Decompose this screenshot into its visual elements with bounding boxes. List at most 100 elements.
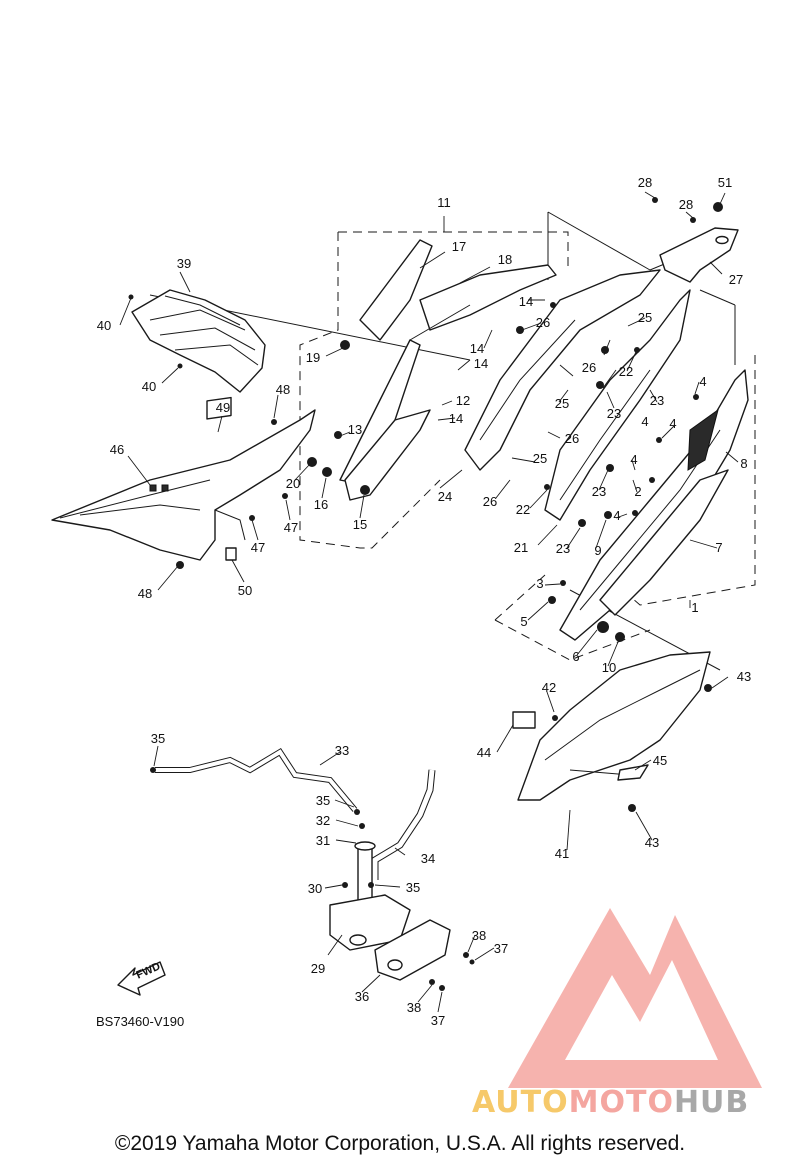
callout-19: 19 <box>306 350 320 365</box>
callout-14b: 14 <box>470 341 484 356</box>
part-45-tab <box>617 764 649 781</box>
part-24-center-panel <box>464 269 691 521</box>
callout-10: 10 <box>602 660 616 675</box>
callout-33: 33 <box>335 743 349 758</box>
part-36-bracket <box>374 919 451 981</box>
callout-43b: 43 <box>645 835 659 850</box>
callout-15: 15 <box>353 517 367 532</box>
callout-38b: 38 <box>407 1000 421 1015</box>
callout-7: 7 <box>715 540 722 555</box>
callout-2: 2 <box>634 484 641 499</box>
callout-34: 34 <box>421 851 435 866</box>
callout-13: 13 <box>348 422 362 437</box>
callout-45: 45 <box>653 753 667 768</box>
watermark-auto: AUTO <box>472 1085 569 1120</box>
callout-47a: 47 <box>251 540 265 555</box>
callout-6: 6 <box>572 649 579 664</box>
callout-48b: 48 <box>138 586 152 601</box>
callout-26b: 26 <box>582 360 596 375</box>
callout-22b: 22 <box>516 502 530 517</box>
callout-4b: 4 <box>669 416 676 431</box>
callout-1: 1 <box>691 600 698 615</box>
callout-31: 31 <box>316 833 330 848</box>
callout-48a: 48 <box>276 382 290 397</box>
callout-44: 44 <box>477 745 491 760</box>
callout-38a: 38 <box>472 928 486 943</box>
part-33-hose <box>155 747 358 812</box>
fwd-arrow: FWD <box>117 960 166 996</box>
callout-25b: 25 <box>555 396 569 411</box>
callout-47b: 47 <box>284 520 298 535</box>
callout-5: 5 <box>520 614 527 629</box>
callout-51: 51 <box>718 175 732 190</box>
diagram-code: BS73460-V190 <box>96 1014 184 1029</box>
part-17-18-panels <box>359 239 557 341</box>
callout-3: 3 <box>536 576 543 591</box>
callout-30: 30 <box>308 881 322 896</box>
callout-17: 17 <box>452 239 466 254</box>
callout-35a: 35 <box>151 731 165 746</box>
callout-35b: 35 <box>316 793 330 808</box>
callout-42: 42 <box>542 680 556 695</box>
callout-12: 12 <box>456 393 470 408</box>
callout-50: 50 <box>238 583 252 598</box>
part-34-hose <box>371 769 436 880</box>
callout-24: 24 <box>438 489 452 504</box>
callout-11: 11 <box>437 195 451 210</box>
callout-4e: 4 <box>613 508 620 523</box>
callout-35c: 35 <box>406 880 420 895</box>
watermark-logo: AUTOMOTOHUB <box>472 908 762 1120</box>
part-41-side-cover <box>517 651 711 801</box>
callout-37b: 37 <box>431 1013 445 1028</box>
watermark-triangle-shape <box>508 908 762 1088</box>
callout-4c: 4 <box>641 414 648 429</box>
callout-8: 8 <box>740 456 747 471</box>
callout-4d: 4 <box>630 452 637 467</box>
callout-23c: 23 <box>592 484 606 499</box>
callout-14c: 14 <box>474 356 488 371</box>
callout-14a: 14 <box>519 294 533 309</box>
part-31-fitting <box>354 841 376 907</box>
callout-16: 16 <box>314 497 328 512</box>
group-11-outline <box>299 231 569 549</box>
callout-26c: 26 <box>565 431 579 446</box>
part-44-pad <box>512 711 536 729</box>
callout-49: 49 <box>216 400 230 415</box>
part-27-bracket <box>659 227 739 283</box>
callout-9: 9 <box>594 543 601 558</box>
callout-20: 20 <box>286 476 300 491</box>
callout-40a: 40 <box>97 318 111 333</box>
callout-36: 36 <box>355 989 369 1004</box>
callout-leaders <box>119 191 739 1013</box>
callout-25a: 25 <box>638 310 652 325</box>
callout-labels: 1 2 3 4 4 4 4 4 5 6 7 8 9 10 11 12 13 14… <box>97 175 751 1028</box>
callout-28b: 28 <box>679 197 693 212</box>
callout-23d: 23 <box>556 541 570 556</box>
part-39-cowl <box>131 289 266 393</box>
callout-26d: 26 <box>483 494 497 509</box>
callout-43a: 43 <box>737 669 751 684</box>
part-50-clip <box>225 547 237 561</box>
copyright-text: ©2019 Yamaha Motor Corporation, U.S.A. A… <box>115 1132 685 1155</box>
part-12-frame <box>339 304 471 501</box>
callout-23b: 23 <box>650 393 664 408</box>
part-49-pad <box>206 396 232 420</box>
callout-14d: 14 <box>449 411 463 426</box>
part-46-side-panel <box>51 409 316 561</box>
callout-25c: 25 <box>533 451 547 466</box>
callout-46: 46 <box>110 442 124 457</box>
callout-29: 29 <box>311 961 325 976</box>
part-7-8-side-cover <box>559 369 749 641</box>
watermark-moto: MOTO <box>569 1085 674 1120</box>
callout-18: 18 <box>498 252 512 267</box>
callout-37a: 37 <box>494 941 508 956</box>
callout-40b: 40 <box>142 379 156 394</box>
watermark-hub: HUB <box>674 1085 749 1120</box>
callout-4a: 4 <box>699 374 706 389</box>
callout-23a: 23 <box>607 406 621 421</box>
callout-27: 27 <box>729 272 743 287</box>
callout-26a: 26 <box>536 315 550 330</box>
callout-41: 41 <box>555 846 569 861</box>
callout-21: 21 <box>514 540 528 555</box>
